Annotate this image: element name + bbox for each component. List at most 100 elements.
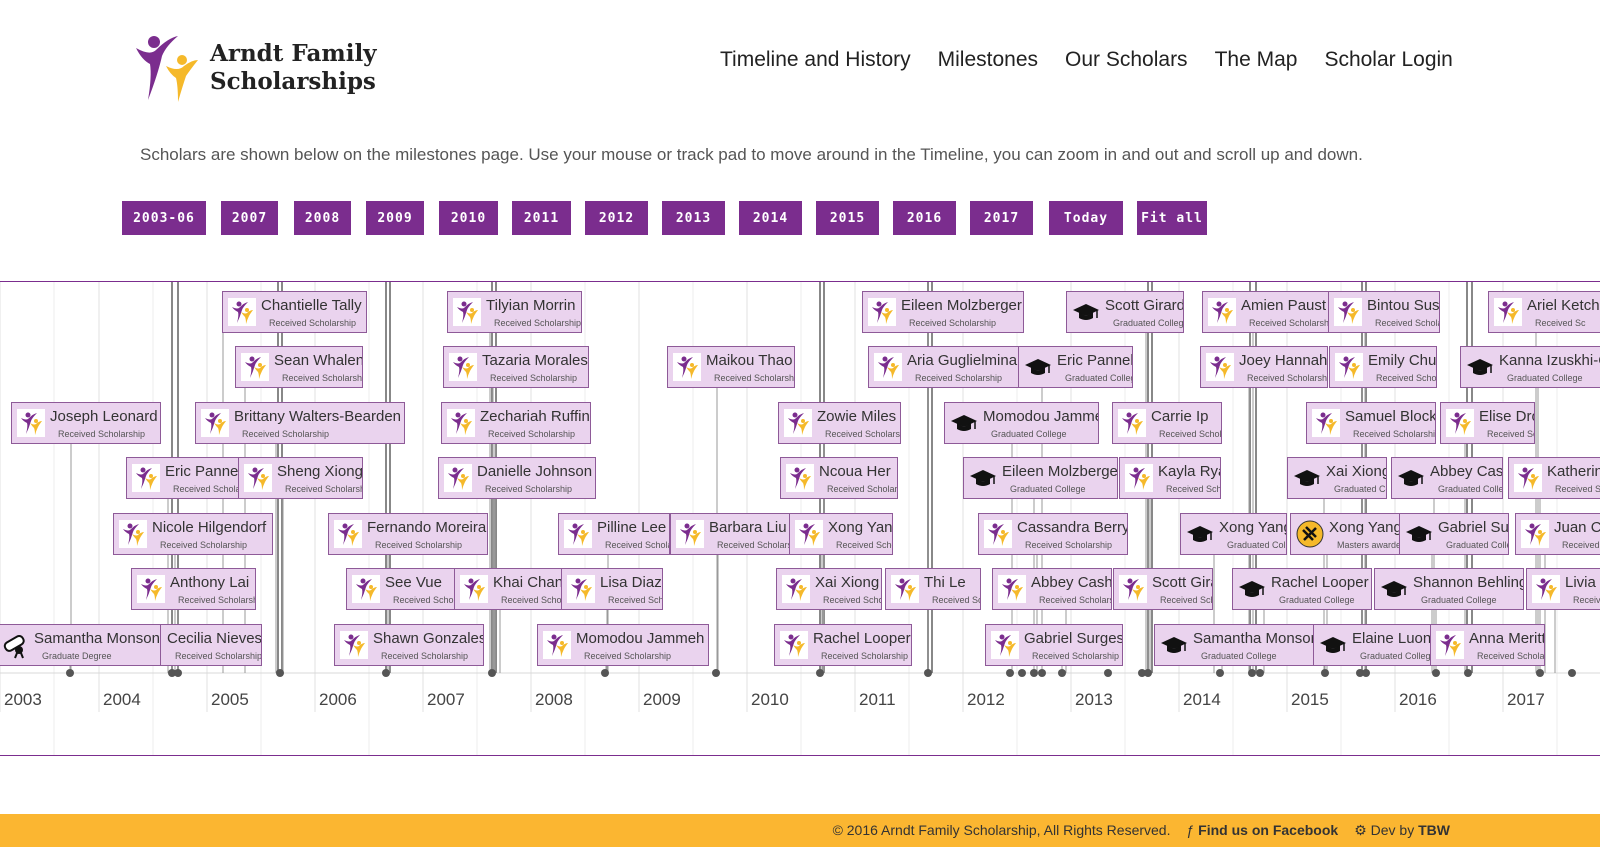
milestone-item[interactable]: Scott GirardReceived Scholarship <box>1113 568 1213 610</box>
scholar-name: See Vue <box>385 574 442 591</box>
year-button-today[interactable]: Today <box>1049 201 1123 235</box>
year-button-2012[interactable]: 2012 <box>585 201 648 235</box>
nav-the-map[interactable]: The Map <box>1214 48 1298 71</box>
milestone-item[interactable]: Elise DrottReceived Scholarship <box>1440 402 1535 444</box>
year-button-2007[interactable]: 2007 <box>221 201 278 235</box>
scholar-figure-icon <box>564 520 592 548</box>
year-button-2011[interactable]: 2011 <box>512 201 571 235</box>
milestone-status: Received Scholarship <box>1166 484 1220 494</box>
milestone-item[interactable]: Juan CaReceived Sc <box>1515 513 1600 555</box>
scholar-figure-icon <box>784 409 812 437</box>
milestone-dot <box>1256 669 1264 677</box>
year-button-2009[interactable]: 2009 <box>366 201 424 235</box>
year-button-2010[interactable]: 2010 <box>439 201 498 235</box>
year-button-2017[interactable]: 2017 <box>970 201 1033 235</box>
scholar-name: Eric Pannel <box>165 463 241 480</box>
year-button-2015[interactable]: 2015 <box>816 201 879 235</box>
footer-facebook-link[interactable]: ƒ Find us on Facebook <box>1186 822 1339 838</box>
scholar-name: Zowie Miles <box>817 408 897 425</box>
milestone-item[interactable]: Kanna Izuskhi-ClGraduated College <box>1460 346 1600 388</box>
milestone-item[interactable]: Gabriel SurgesGraduated College <box>1399 513 1509 555</box>
nav-scholar-login[interactable]: Scholar Login <box>1324 48 1453 71</box>
scholar-name: Momodou Jammeh <box>983 408 1099 425</box>
year-button-2013[interactable]: 2013 <box>662 201 725 235</box>
milestone-status: Received Scholarship <box>269 318 357 328</box>
nav-timeline[interactable]: Timeline and History <box>720 48 911 71</box>
year-button-2003-06[interactable]: 2003-06 <box>122 201 206 235</box>
scholar-name: Tilyian Morrin <box>486 297 576 314</box>
milestone-item[interactable]: Kayla RyanReceived Scholarship <box>1119 457 1221 499</box>
nav-milestones[interactable]: Milestones <box>937 48 1039 71</box>
scholar-figure-icon <box>782 575 810 603</box>
site-logo[interactable]: Arndt Family Scholarships <box>128 30 388 110</box>
milestone-item[interactable]: Abbey CashGraduated College <box>1391 457 1503 499</box>
year-button-2008[interactable]: 2008 <box>294 201 351 235</box>
scholar-figure-icon <box>244 464 272 492</box>
scholar-figure-icon <box>447 409 475 437</box>
milestone-item[interactable]: Xong YangReceived Scholarship <box>789 513 893 555</box>
axis-year-label: 2003 <box>4 690 42 709</box>
nav-our-scholars[interactable]: Our Scholars <box>1065 48 1188 71</box>
scholar-figure-icon <box>1514 464 1542 492</box>
milestone-item[interactable]: LiviaReceived <box>1526 568 1600 610</box>
year-button-2014[interactable]: 2014 <box>739 201 802 235</box>
scholar-name: Sheng Xiong <box>277 463 363 480</box>
year-button-fit-all[interactable]: Fit all <box>1137 201 1207 235</box>
year-button-2016[interactable]: 2016 <box>893 201 956 235</box>
